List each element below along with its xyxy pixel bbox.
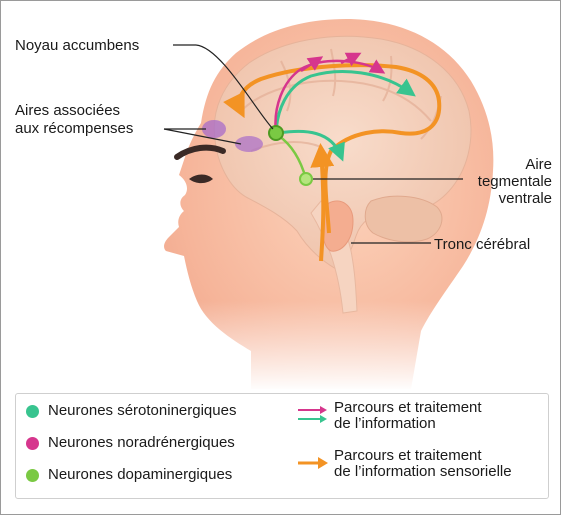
label-aires-line1: Aires associées [15,102,120,119]
legend-path1-line2: de l’information [334,416,436,432]
orange-arrow-icon [296,454,330,472]
legend-noradrenergic: Neurones noradrénergiques [48,435,235,451]
label-noyau-accumbens: Noyau accumbens [15,37,139,54]
orange-path-stem [321,151,323,261]
legend-path2-line1: Parcours et traitement [334,448,482,464]
legend-serotonin: Neurones sérotoninergiques [48,403,236,419]
legend-path1-line1: Parcours et traitement [334,400,482,416]
aire-tegmentale-node [300,173,312,185]
label-aires-line2: aux récompenses [15,120,133,137]
label-aire-line2: tegmentale [478,173,552,190]
noradrenergic-dot-icon [26,437,39,450]
label-aire-line3: ventrale [499,190,552,207]
legend-box: Neurones sérotoninergiques Neurones nora… [15,393,549,499]
legend-path2-line2: de l’information sensorielle [334,464,512,480]
legend-dopaminergic: Neurones dopaminergiques [48,467,232,483]
cerebellum-shape [365,196,442,242]
dopaminergic-dot-icon [26,469,39,482]
label-tronc-cerebral: Tronc cérébral [434,236,530,253]
pink-green-arrows-icon [296,404,330,426]
serotonin-dot-icon [26,405,39,418]
label-aire-line1: Aire [525,156,552,173]
noyau-accumbens-node [269,126,283,140]
